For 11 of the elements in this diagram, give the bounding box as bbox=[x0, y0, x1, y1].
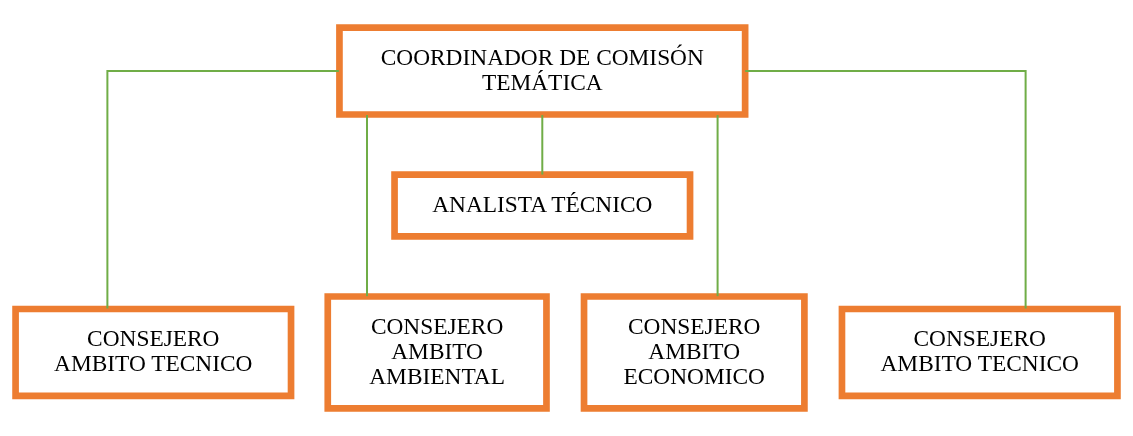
node-box: CONSEJERO AMBITO TECNICO bbox=[12, 305, 295, 400]
node-box: CONSEJERO AMBITO AMBIENTAL bbox=[324, 293, 550, 412]
node-box: CONSEJERO AMBITO ECONOMICO bbox=[580, 293, 808, 412]
connector bbox=[744, 70, 1027, 310]
connector bbox=[106, 70, 340, 310]
connector bbox=[541, 114, 544, 176]
node-box: COORDINADOR DE COMISÓN TEMÁTICA bbox=[336, 24, 749, 118]
node-box: CONSEJERO AMBITO TECNICO bbox=[838, 305, 1121, 400]
connector bbox=[716, 114, 719, 298]
node-box: ANALISTA TÉCNICO bbox=[391, 171, 694, 240]
connector bbox=[366, 114, 368, 298]
